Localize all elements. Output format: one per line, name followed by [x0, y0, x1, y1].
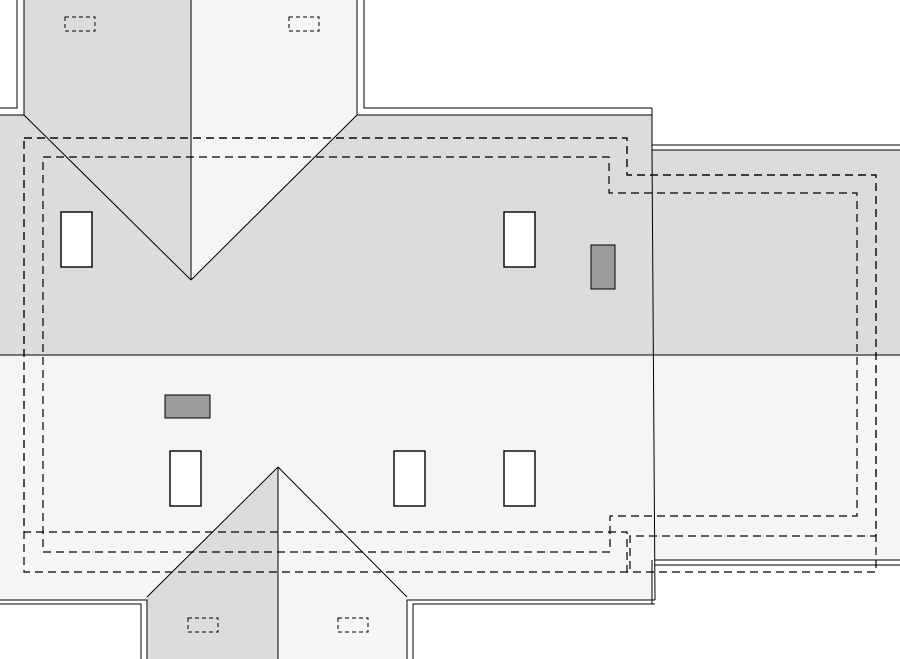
- dormer-marker-top-left: [64, 16, 96, 32]
- roof-window-lower-left: [169, 450, 202, 507]
- top-dormer-right-eave: [356, 0, 652, 116]
- outer-wall-dashed-outline-main: [23, 137, 877, 573]
- roof-window-lower-right: [503, 450, 536, 507]
- top-dormer-right-wall: [363, 0, 652, 109]
- bottom-dormer-left-slope: [147, 467, 278, 659]
- roof-window-lower-middle: [393, 450, 426, 507]
- bottom-dormer-left-eave: [0, 599, 148, 659]
- bottom-dormer-left-wall: [0, 603, 142, 659]
- vent-upper: [590, 244, 616, 290]
- bottom-dormer-right-eave: [406, 599, 655, 659]
- top-dormer-right-valley: [190, 114, 358, 281]
- wing-junction-line: [651, 149, 656, 601]
- vent-lower: [164, 394, 211, 419]
- bottom-dormer-right-slope: [278, 467, 407, 659]
- bottom-dormer-right-wall: [412, 603, 655, 659]
- roof-window-upper-right: [503, 211, 536, 268]
- right-wing-upper-slope: [652, 150, 900, 355]
- right-wing-lower-slope: [652, 355, 900, 560]
- top-dormer-left-valley: [23, 114, 192, 281]
- roof-window-upper-left: [60, 211, 93, 268]
- top-dormer-right-slope: [191, 0, 357, 280]
- inner-wall-dashed-outline: [42, 156, 858, 553]
- dormer-marker-bottom-right: [337, 617, 369, 633]
- dormer-marker-top-right: [288, 16, 320, 32]
- top-dormer-left-wall: [0, 0, 18, 109]
- top-dormer-left-eave: [0, 0, 25, 116]
- dormer-marker-bottom-left: [187, 617, 219, 633]
- top-dormer-left-slope: [24, 0, 191, 280]
